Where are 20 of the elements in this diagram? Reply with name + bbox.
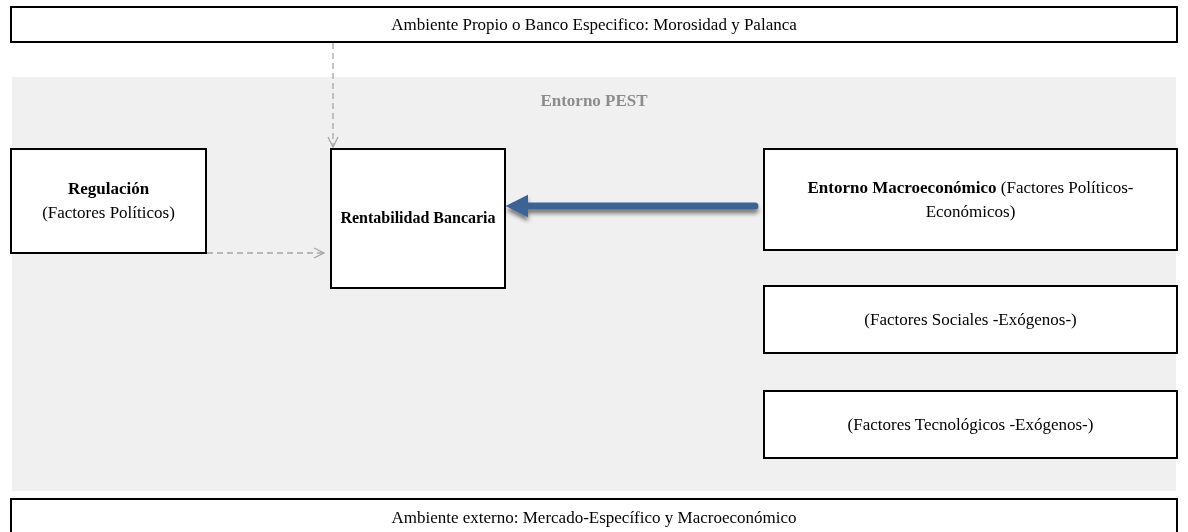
box-heading: Regulación (66, 178, 151, 201)
factor-box (763, 390, 1178, 459)
panel-title: Entorno PEST (539, 90, 649, 112)
arrow (505, 194, 759, 218)
box-label: Ambiente Propio o Banco Especifico: Morosidad y Palanca (390, 13, 798, 36)
arrow (206, 247, 325, 259)
box-label: Ambiente externo: Mercado-Específico y Macroeconómico (390, 507, 798, 529)
factor-box (763, 285, 1178, 354)
box-label: (Factores Políticos) (41, 202, 176, 224)
factor-box (763, 148, 1178, 251)
environment-panel (12, 77, 1176, 491)
footer-box (10, 498, 1178, 532)
header-box (10, 6, 1178, 43)
box-label: Entorno Macroeconómico (Factores Políticos- Económicos) (806, 176, 1135, 223)
box-label: (Factores Tecnológicos -Exógenos-) (846, 413, 1095, 436)
factor-box (10, 148, 207, 254)
box-label: (Factores Sociales -Exógenos-) (863, 308, 1078, 331)
arrow (327, 42, 339, 148)
central-box (330, 148, 506, 289)
box-label: Rentabilidad Bancaria (340, 208, 496, 229)
